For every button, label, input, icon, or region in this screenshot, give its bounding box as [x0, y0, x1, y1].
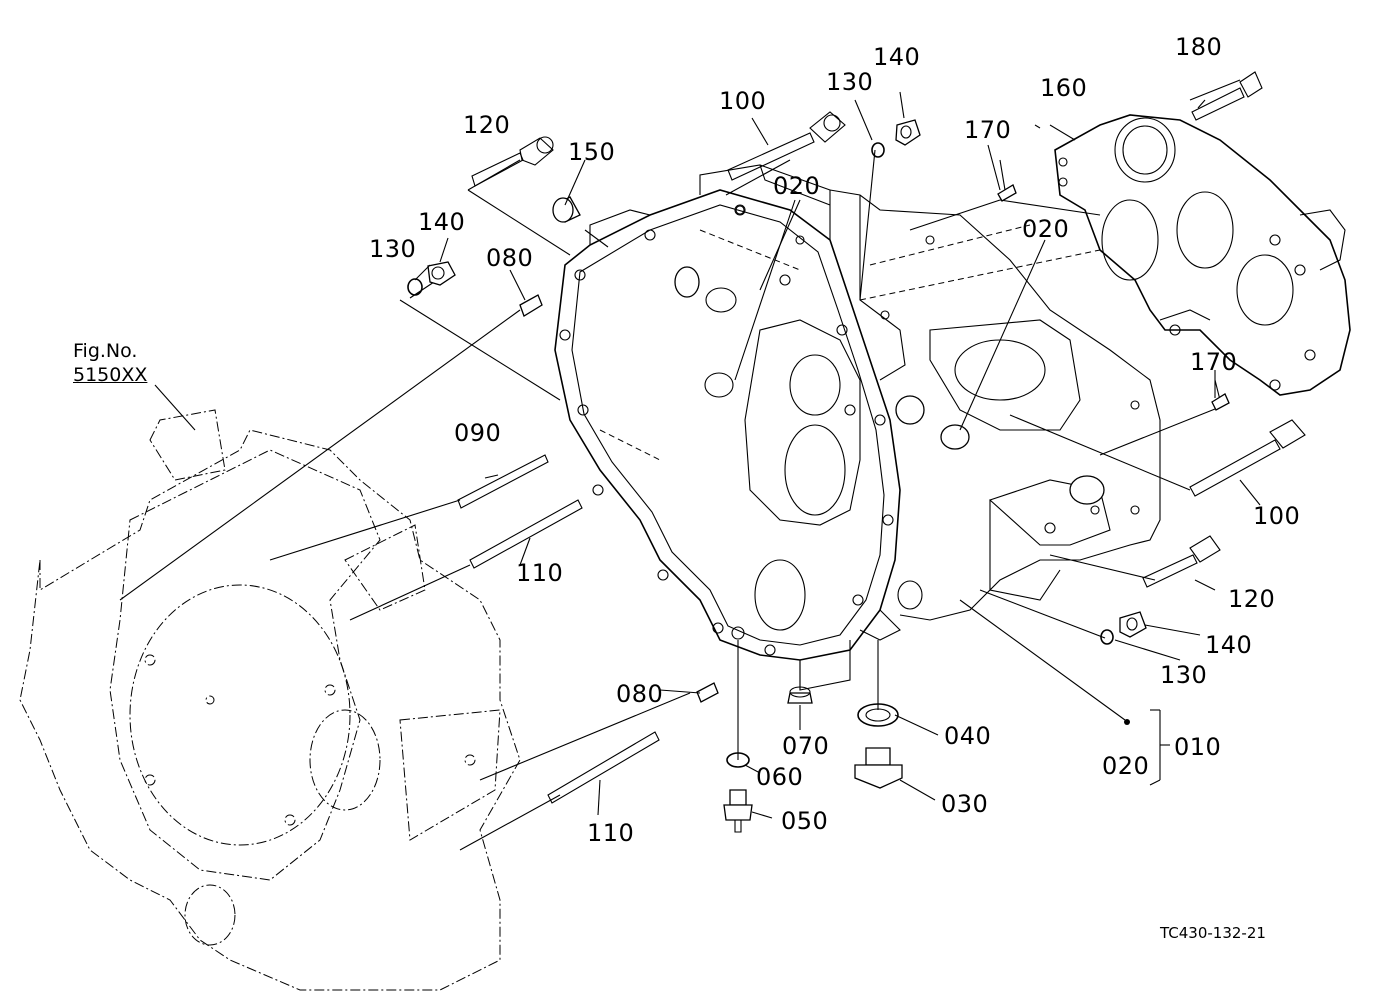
pin-170-right — [1211, 393, 1230, 411]
front-cover-plate — [1054, 114, 1351, 396]
stud-090 — [457, 454, 549, 509]
bolt-120-top — [471, 136, 554, 187]
callout-130-right: 130 — [1160, 661, 1208, 689]
label-leaders — [414, 91, 1261, 819]
callout-120-right: 120 — [1228, 585, 1276, 613]
callout-150: 150 — [568, 138, 616, 166]
callout-100-top: 100 — [719, 87, 767, 115]
bolt-180 — [1191, 71, 1263, 121]
callout-020-assembly: 020 — [1102, 752, 1150, 780]
callout-130-left: 130 — [369, 235, 417, 263]
dowel-080-top — [519, 294, 543, 317]
washer-130-right — [1100, 629, 1114, 645]
callout-020-right: 020 — [1022, 215, 1070, 243]
washer-060 — [726, 752, 750, 768]
bushing-150 — [552, 196, 581, 223]
callout-080-bottom: 080 — [616, 680, 664, 708]
reference-engine-housing — [19, 409, 521, 991]
callout-080-top: 080 — [486, 244, 534, 272]
callout-140-left: 140 — [418, 208, 466, 236]
bolt-100-top — [727, 111, 846, 181]
stud-110-bottom — [547, 731, 660, 804]
callout-030: 030 — [941, 790, 989, 818]
callout-050: 050 — [781, 807, 829, 835]
assembly-bullet — [1124, 719, 1130, 725]
gasket-040 — [857, 703, 899, 727]
callout-110-mid: 110 — [516, 559, 564, 587]
figure-reference-label: Fig.No. — [73, 340, 138, 362]
callout-110-bottom: 110 — [587, 819, 635, 847]
callout-120-top: 120 — [463, 111, 511, 139]
callout-010: 010 — [1174, 733, 1222, 761]
pin-170-top — [997, 184, 1017, 202]
nut-140-left — [427, 261, 456, 286]
washer-130-top — [871, 142, 885, 158]
bolt-120-right — [1142, 535, 1221, 588]
fitting-050 — [723, 789, 753, 833]
plug-070 — [787, 686, 813, 704]
dowel-080-bottom — [696, 682, 719, 703]
leader-lines — [119, 79, 1241, 851]
nut-140-top — [895, 119, 921, 146]
nut-140-right — [1119, 611, 1147, 638]
bolt-100-right — [1189, 419, 1306, 497]
stud-110-mid — [469, 499, 583, 569]
callout-160: 160 — [1040, 74, 1088, 102]
callout-060: 060 — [756, 763, 804, 791]
figure-reference-number: 5150XX — [73, 364, 148, 386]
callout-180: 180 — [1175, 33, 1223, 61]
callout-140-right: 140 — [1205, 631, 1253, 659]
callout-140-top: 140 — [873, 43, 921, 71]
callout-170-top: 170 — [964, 116, 1012, 144]
drain-plug-030 — [854, 747, 903, 789]
callout-130-top: 130 — [826, 68, 874, 96]
clutch-housing — [554, 164, 1161, 691]
callout-020-top: 020 — [773, 172, 821, 200]
callout-040: 040 — [944, 722, 992, 750]
drawing-code: TC430-132-21 — [1160, 924, 1266, 942]
callout-170-right: 170 — [1190, 348, 1238, 376]
callout-090: 090 — [454, 419, 502, 447]
callout-100-right: 100 — [1253, 502, 1301, 530]
washer-130-left — [407, 278, 423, 296]
callout-070: 070 — [782, 732, 830, 760]
